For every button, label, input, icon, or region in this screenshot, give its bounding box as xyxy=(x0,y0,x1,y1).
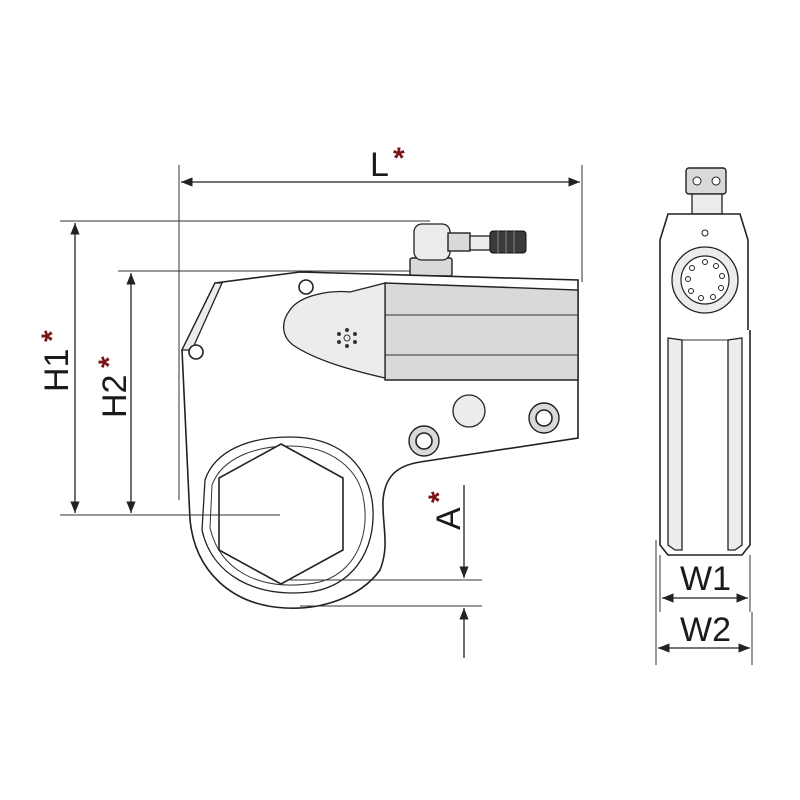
dimension-A xyxy=(290,485,482,658)
front-view xyxy=(659,167,751,556)
mark-L: * xyxy=(393,142,405,175)
label-H2: H2 xyxy=(96,375,134,418)
label-H1: H1 xyxy=(38,349,76,392)
dimension-W1 xyxy=(659,555,751,612)
reaction-port-icon xyxy=(337,328,357,348)
dimension-W2 xyxy=(655,540,753,665)
label-A: A xyxy=(430,507,468,530)
hex-ring xyxy=(201,436,374,594)
mark-A: * xyxy=(423,491,456,503)
label-W2: W2 xyxy=(680,611,731,649)
port-circle xyxy=(452,394,486,428)
mark-H2: * xyxy=(93,356,126,368)
mark-H1: * xyxy=(36,330,69,342)
dimension-H2 xyxy=(118,270,410,513)
pin-left xyxy=(188,344,204,360)
label-W1: W1 xyxy=(680,560,731,598)
side-view xyxy=(180,223,579,609)
hex-socket xyxy=(218,443,344,585)
cylinder-block xyxy=(282,282,579,381)
hydraulic-swivel xyxy=(409,223,527,277)
label-L: L xyxy=(370,146,389,184)
dimension-H1 xyxy=(60,220,430,516)
pin-top xyxy=(298,279,314,295)
